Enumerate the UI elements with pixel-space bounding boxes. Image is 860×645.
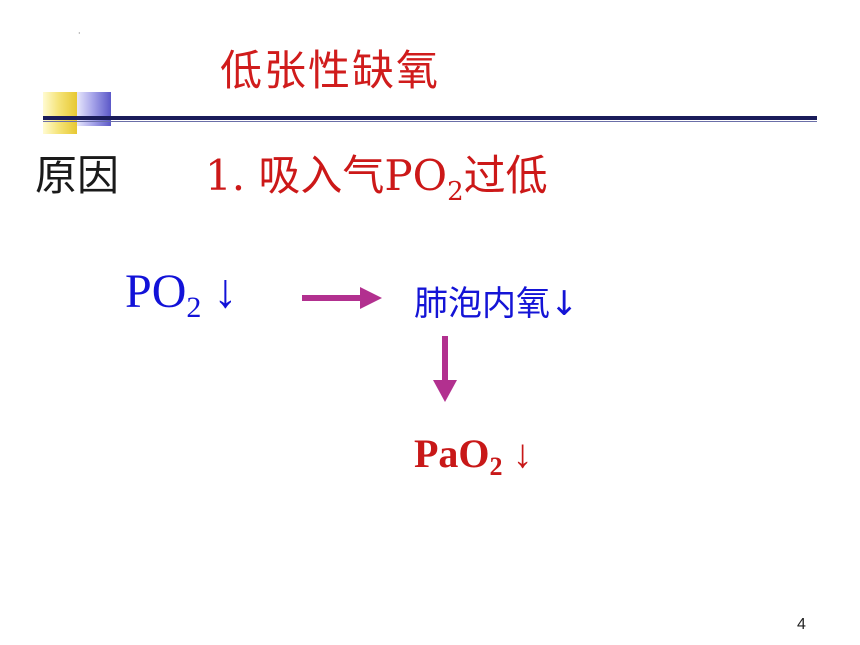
slide-title: 低张性缺氧 (220, 46, 441, 95)
header-rule-thin (43, 121, 817, 122)
flow-start-po2: PO2 ↓ (125, 265, 238, 323)
flow-start-subscript: 2 (186, 291, 202, 324)
cause-item-1: 1. 吸入气PO2过低 (205, 155, 548, 206)
cause-heading: 原因 (35, 151, 120, 200)
flow-start-text: PO (125, 265, 187, 318)
cause-item-subscript: 2 (447, 177, 464, 207)
flow-end-pao2: PaO2 ↓ (414, 431, 533, 480)
page-number: 4 (797, 616, 806, 633)
header-decoration-yellow-strip (43, 124, 77, 134)
flow-end-arrow: ↓ (502, 431, 533, 476)
flow-start-arrow: ↓ (201, 265, 238, 318)
cause-item-prefix: 1. 吸入气PO (205, 151, 448, 200)
header-rule (43, 116, 817, 120)
header-decoration-yellow-square (43, 92, 77, 126)
corner-dot: · (78, 29, 81, 38)
flow-end-subscript: 2 (489, 452, 503, 481)
right-arrow-icon (302, 287, 382, 309)
down-arrow-icon (433, 336, 457, 402)
flow-middle-alveolar-oxygen: 肺泡内氧↓ (414, 284, 579, 324)
cause-item-suffix: 过低 (463, 151, 548, 200)
header-decoration-blue-square (77, 92, 111, 126)
flow-end-text: PaO (414, 431, 490, 476)
